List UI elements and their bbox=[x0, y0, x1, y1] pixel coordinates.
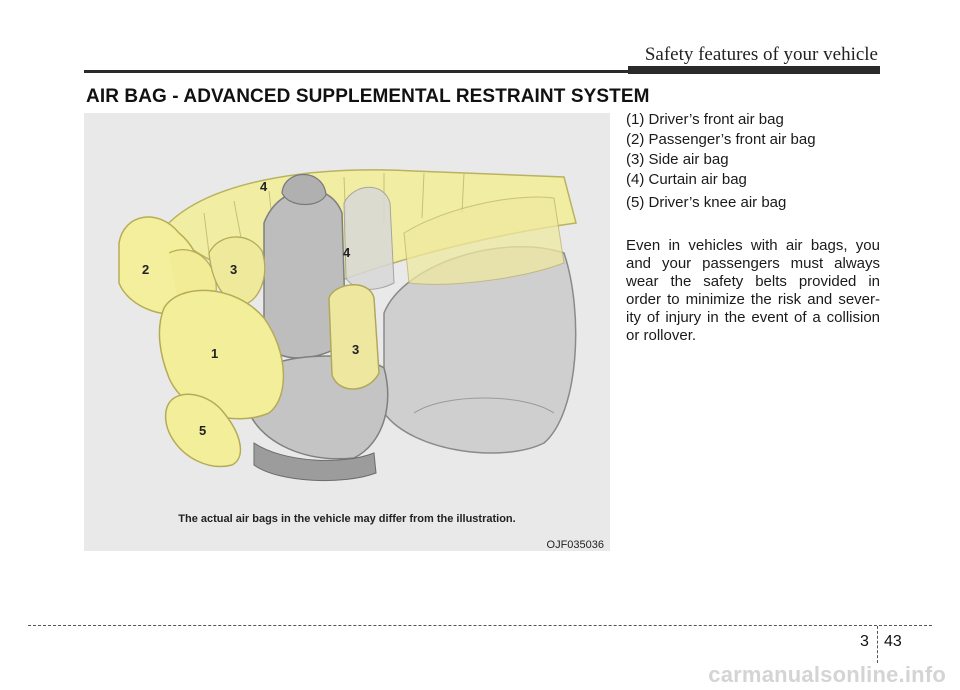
figure-code: OJF035036 bbox=[546, 539, 604, 551]
side-airbag-left bbox=[208, 236, 266, 306]
label-side-left: 3 bbox=[230, 262, 237, 277]
section-title: AIR BAG - ADVANCED SUPPLEMENTAL RESTRAIN… bbox=[86, 86, 650, 107]
page-number: 43 bbox=[884, 633, 902, 650]
label-knee: 5 bbox=[199, 423, 206, 438]
knee-airbag bbox=[164, 393, 242, 468]
legend-item-3: (3) Side air bag bbox=[626, 151, 729, 168]
chapter-number: 3 bbox=[860, 633, 869, 650]
airbag-illustration: 4 2 3 4 1 3 5 The actual air bags in the… bbox=[84, 113, 610, 551]
side-airbag-center bbox=[328, 284, 380, 390]
watermark-text: carmanualsonline.info bbox=[708, 662, 946, 687]
footer-divider bbox=[877, 626, 878, 663]
driver-front-airbag bbox=[158, 289, 285, 420]
airbag-legend: (1) Driver’s front air bag (2) Passenger… bbox=[626, 110, 882, 213]
front-seat-headrest bbox=[281, 173, 327, 206]
label-curtain-top: 4 bbox=[260, 179, 268, 194]
label-curtain-mid: 4 bbox=[343, 245, 351, 260]
label-passenger: 2 bbox=[142, 262, 149, 277]
legend-item-4: (4) Curtain air bag bbox=[626, 171, 747, 188]
footer-rule bbox=[28, 625, 932, 626]
header-rule bbox=[84, 70, 880, 73]
figure-caption: The actual air bags in the vehicle may d… bbox=[178, 513, 516, 525]
legend-item-1: (1) Driver’s front air bag bbox=[626, 111, 784, 128]
legend-item-2: (2) Passenger’s front air bag bbox=[626, 131, 816, 148]
airbag-diagram-svg: 4 2 3 4 1 3 5 bbox=[118, 169, 577, 482]
label-driver: 1 bbox=[211, 346, 218, 361]
body-paragraph: Even in vehicles with air bags, you and … bbox=[626, 237, 880, 344]
legend-item-5: (5) Driver’s knee air bag bbox=[626, 194, 787, 211]
label-side-center: 3 bbox=[352, 342, 359, 357]
page-header-title: Safety features of your vehicle bbox=[644, 44, 878, 65]
